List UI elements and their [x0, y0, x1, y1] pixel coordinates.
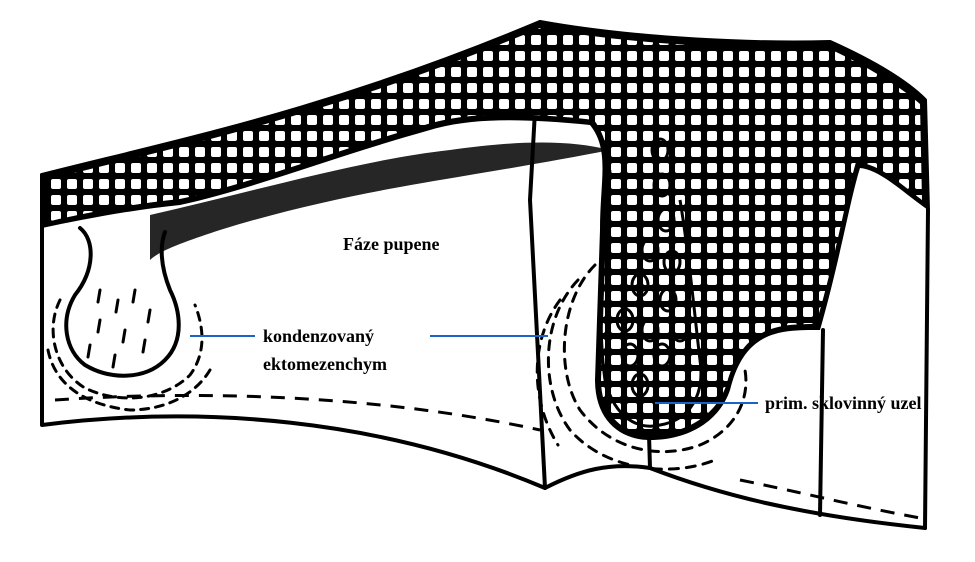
left-bud [46, 226, 212, 412]
leader-lines [190, 335, 758, 404]
enamel-knot-label: prim. sklovinný uzel [765, 393, 922, 413]
condensed-ectomesenchyme-label-line2: ektomezenchym [263, 354, 387, 374]
stage-title-label: Fáze pupene [343, 234, 440, 254]
tooth-bud [599, 137, 703, 428]
mesenchyme-stipple [150, 142, 610, 260]
right-condensation-rings [535, 263, 748, 471]
condensed-ectomesenchyme-label-line1: kondenzovaný [263, 326, 374, 346]
bottom-dashed-edge [54, 393, 921, 520]
